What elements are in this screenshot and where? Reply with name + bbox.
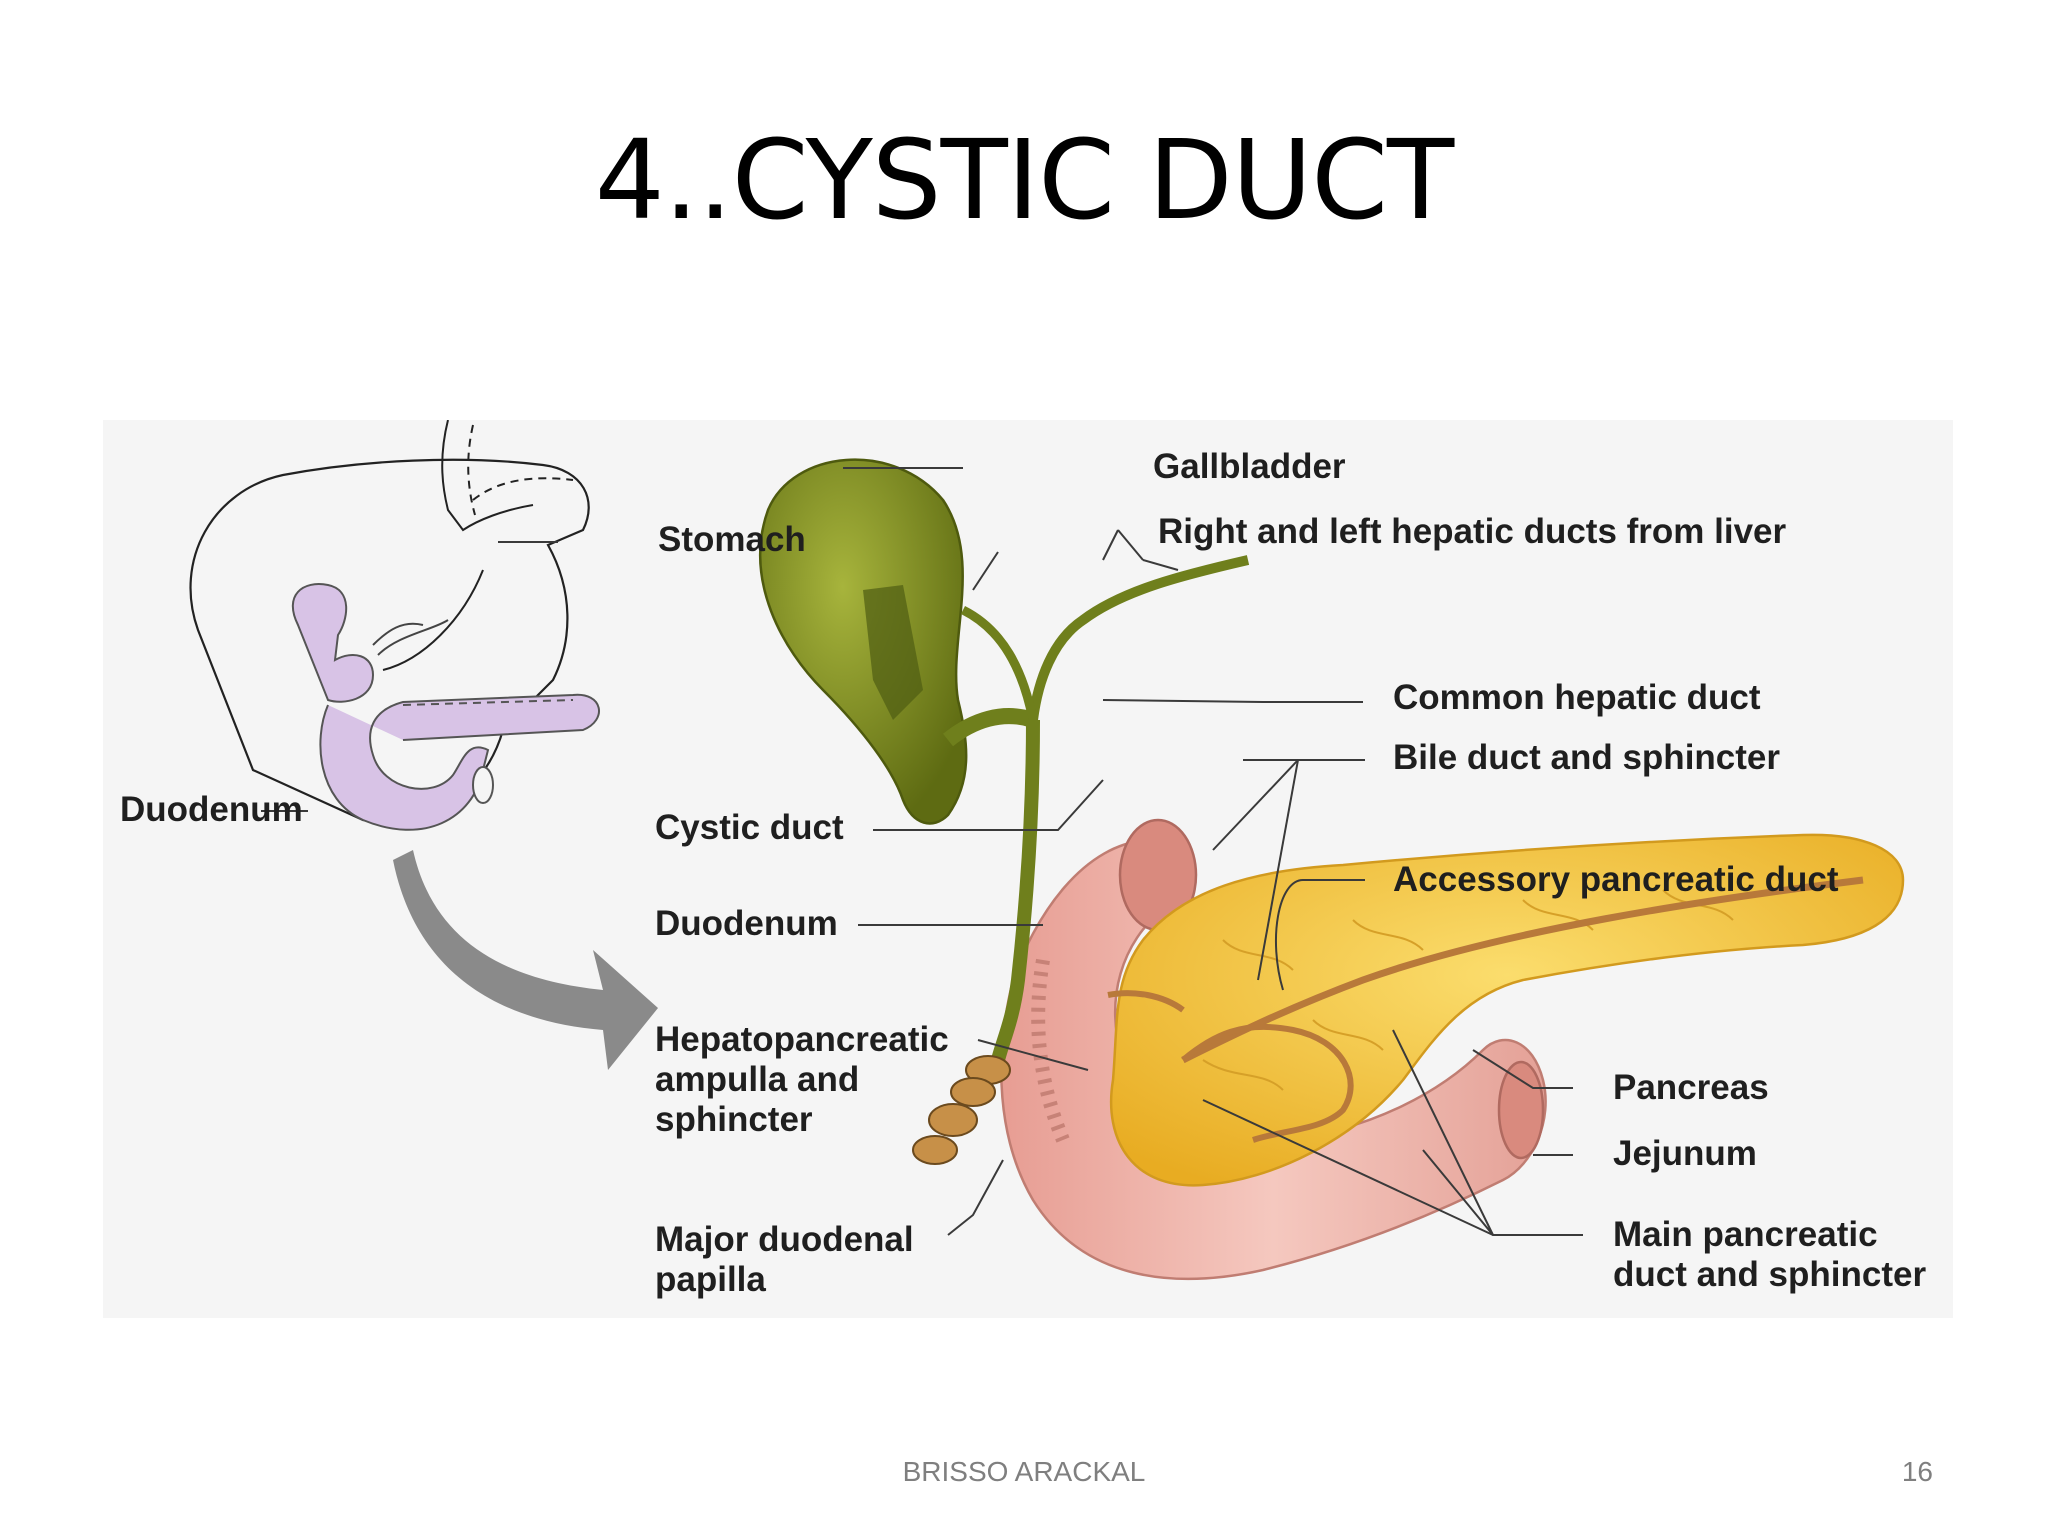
label-accessory-pancreatic-duct: Accessory pancreatic duct [1393,860,1839,899]
label-main-pancreatic-duct-line2: duct and sphincter [1613,1255,1927,1294]
stomach-outline-drawing [189,420,590,822]
page-number: 16 [1901,1456,1933,1487]
label-hepatopancreatic-line1: Hepatopancreatic [655,1020,949,1059]
label-common-hepatic-duct: Common hepatic duct [1393,678,1761,717]
label-stomach: Stomach [658,520,806,559]
label-duodenum: Duodenum [655,904,838,943]
leader-lines [261,467,1583,1236]
label-gallbladder: Gallbladder [1153,447,1346,486]
label-bile-duct: Bile duct and sphincter [1393,738,1780,777]
label-major-papilla-line2: papilla [655,1260,766,1299]
label-hepatopancreatic-line2: ampulla and [655,1060,860,1099]
pancreatic-ducts-drawing [1107,876,1864,1143]
anatomy-figure: Stomach Duodenum Gallbladder Right and l… [103,420,1953,1318]
pancreas-drawing [1109,833,1905,1187]
label-jejunum: Jejunum [1613,1134,1757,1173]
anatomy-illustration [189,420,1905,1281]
label-duodenum-inset: Duodenum [120,790,303,829]
small-duodenum-drawing [291,583,600,831]
label-cystic-duct: Cystic duct [655,808,844,847]
label-main-pancreatic-duct-line1: Main pancreatic [1613,1215,1878,1254]
gallbladder-drawing [759,458,968,825]
sphincter-coils-drawing [912,1055,1011,1165]
bile-ducts-drawing [943,555,1250,1062]
footer-author: BRISSO ARACKAL [902,1456,1146,1487]
zoom-arrow [393,850,658,1070]
label-pancreas: Pancreas [1613,1068,1769,1107]
slide-title: 4..CYSTIC DUCT [594,116,1454,244]
label-hepatic-ducts: Right and left hepatic ducts from liver [1158,512,1787,551]
label-major-papilla-line1: Major duodenal [655,1220,914,1259]
label-hepatopancreatic-line3: sphincter [655,1100,813,1139]
